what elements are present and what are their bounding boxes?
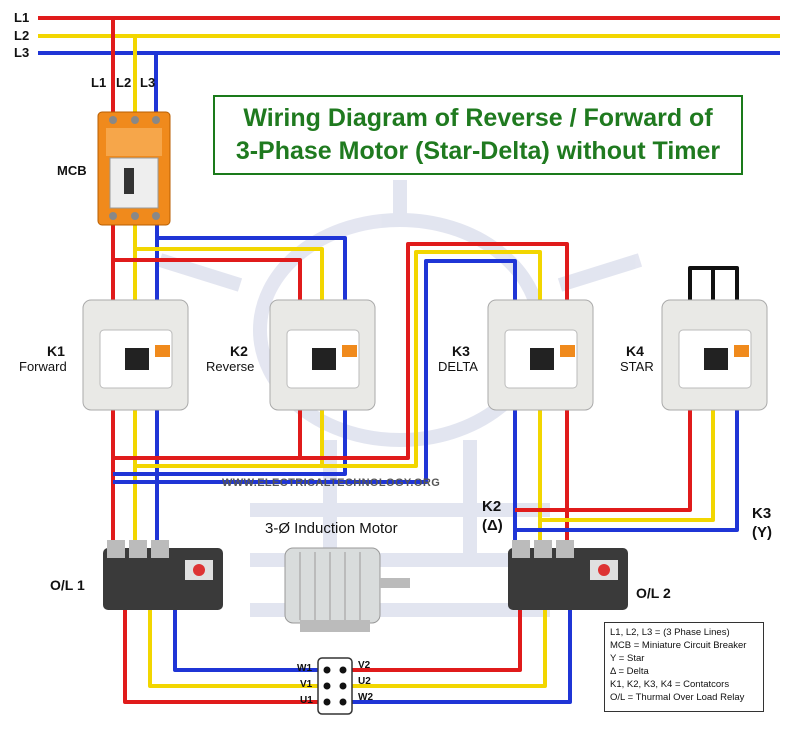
k4-id: K4	[626, 343, 644, 359]
contactor-k4	[661, 299, 768, 411]
motor-label: 3-Ø Induction Motor	[265, 520, 398, 537]
legend-item: Y = Star	[610, 653, 645, 664]
k2-delta-note: K2	[482, 498, 502, 515]
k1-id: K1	[47, 343, 65, 359]
legend-item: K1, K2, K3, K4 = Contatcors	[610, 679, 730, 690]
control-wiring	[111, 225, 739, 704]
k2-id: K2	[230, 343, 248, 359]
mcb-terminal-l3: L3	[140, 75, 156, 90]
terminal-w1: W1	[297, 663, 312, 674]
website-watermark: WWW.ELECTRICALTECHNOLOGY.ORG	[222, 477, 441, 489]
legend-item: MCB = Miniature Circuit Breaker	[610, 640, 747, 651]
k2-name: Reverse	[206, 359, 255, 374]
k1-name: Forward	[19, 359, 67, 374]
mcb-feed-wires	[111, 18, 158, 112]
mcb-terminal-l1: L1	[91, 75, 107, 90]
supply-label-l1: L1	[14, 10, 30, 25]
supply-lines	[38, 16, 780, 55]
overload-1-label: O/L 1	[50, 577, 85, 593]
induction-motor	[284, 547, 410, 632]
title-line-2: 3-Phase Motor (Star-Delta) without Timer	[235, 137, 721, 165]
k4-name: STAR	[620, 359, 654, 374]
terminal-u2: U2	[358, 676, 371, 687]
mcb-label: MCB	[57, 163, 87, 178]
diagram-title-box: Wiring Diagram of Reverse / Forward of 3…	[213, 95, 743, 175]
terminal-w2: W2	[358, 692, 373, 703]
mcb-device	[97, 111, 171, 226]
contactor-k1	[82, 299, 189, 411]
mcb-terminal-l2: L2	[116, 75, 132, 90]
k3-star-note: K3	[752, 505, 772, 522]
terminal-v1: V1	[300, 679, 313, 690]
k3-star-symbol: (Y)	[752, 524, 772, 541]
k3-name: DELTA	[438, 359, 478, 374]
overload-2-label: O/L 2	[636, 585, 671, 601]
legend-item: O/L = Thurmal Over Load Relay	[610, 692, 745, 703]
title-line-1: Wiring Diagram of Reverse / Forward of	[243, 104, 713, 132]
terminal-u1: U1	[300, 695, 313, 706]
k3-id: K3	[452, 343, 470, 359]
contactor-k2	[269, 299, 376, 411]
legend-item: L1, L2, L3 = (3 Phase Lines)	[610, 627, 730, 638]
terminal-v2: V2	[358, 660, 371, 671]
supply-label-l3: L3	[14, 45, 30, 60]
motor-terminal-box	[317, 657, 353, 715]
contactor-k3	[487, 299, 594, 411]
supply-label-l2: L2	[14, 28, 30, 43]
k2-delta-symbol: (Δ)	[482, 517, 503, 534]
overload-relay-1	[103, 540, 223, 610]
overload-relay-2	[508, 540, 628, 610]
legend-box: L1, L2, L3 = (3 Phase Lines) MCB = Minia…	[604, 622, 764, 712]
legend-item: Δ = Delta	[610, 666, 649, 677]
